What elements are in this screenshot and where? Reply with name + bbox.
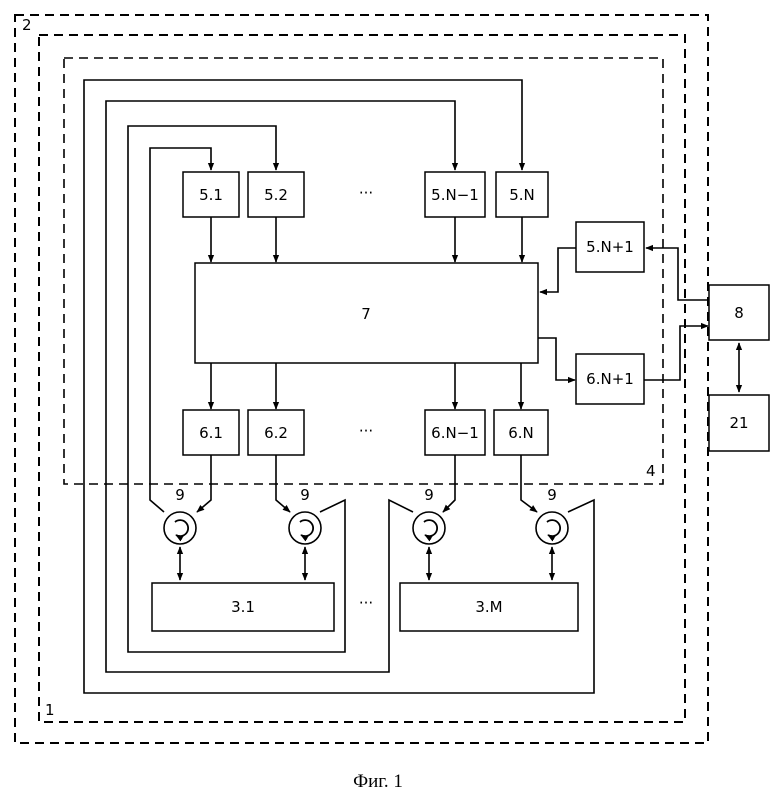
circulator-2: [289, 512, 321, 544]
block-6-n-plus-1-label: 6.N+1: [586, 370, 634, 388]
central-block-7-label: 7: [361, 305, 371, 323]
circulator-4: [536, 512, 568, 544]
block-6-2-label: 6.2: [264, 424, 288, 442]
block-6-n-1-label: 6.N−1: [431, 424, 479, 442]
circulator-3-label: 9: [424, 486, 434, 504]
circulator-4-label: 9: [547, 486, 557, 504]
unit-3-1-label: 3.1: [231, 598, 255, 616]
circulator-1-label: 9: [175, 486, 185, 504]
controller-block-8-label: 8: [734, 304, 744, 322]
block-5-n-1-label: 5.N−1: [431, 186, 479, 204]
block-6-n-label: 6.N: [508, 424, 534, 442]
block-6-1-label: 6.1: [199, 424, 223, 442]
figure-caption: Фиг. 1: [353, 771, 403, 792]
block-5-1-label: 5.1: [199, 186, 223, 204]
frame-outer-label: 2: [22, 16, 32, 34]
block-5-n-plus-1-label: 5.N+1: [586, 238, 634, 256]
circulator-3: [413, 512, 445, 544]
unit-3-m-label: 3.M: [475, 598, 502, 616]
ellipsis-units: ···: [359, 594, 373, 612]
ellipsis-top: ···: [359, 184, 373, 202]
block-5-n-label: 5.N: [509, 186, 535, 204]
frame-inner-label: 4: [646, 462, 656, 480]
ellipsis-bottom: ···: [359, 422, 373, 440]
circulator-2-label: 9: [300, 486, 310, 504]
block-5-2-label: 5.2: [264, 186, 288, 204]
frame-middle-label: 1: [45, 701, 55, 719]
external-block-21-label: 21: [729, 414, 748, 432]
circulator-1: [164, 512, 196, 544]
